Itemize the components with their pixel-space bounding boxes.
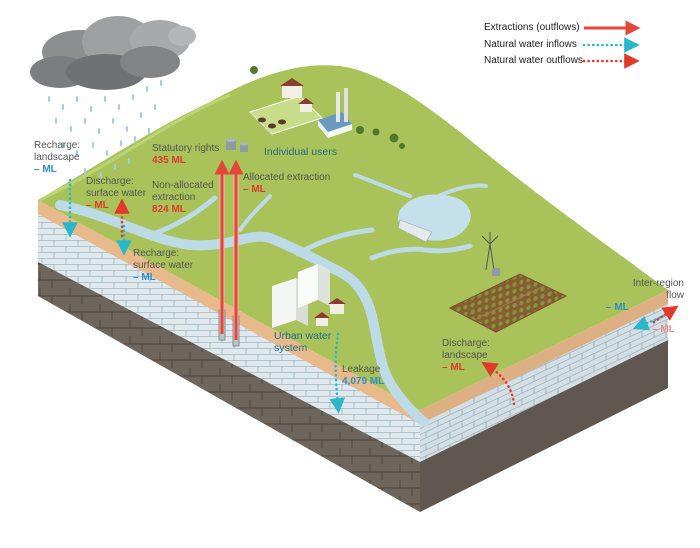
rain-cloud (30, 16, 196, 90)
label-inter-region-outflow-value: – ML (652, 324, 675, 335)
farm-area (226, 78, 352, 152)
dam-wall (397, 219, 433, 243)
legend-outflows: Natural water outflows (484, 55, 583, 66)
label-inter-region-inflow-value: – ML (606, 302, 629, 313)
windmill (481, 232, 500, 276)
trees (250, 66, 405, 149)
label-recharge-landscape: Recharge: landscape – ML (34, 140, 81, 175)
block-left-face (38, 200, 420, 512)
label-discharge-surface-water: Discharge: surface water – ML (86, 176, 147, 211)
river-network (55, 173, 488, 427)
urban-buildings (272, 264, 346, 328)
label-recharge-surface-water: Recharge: surface water – ML (133, 248, 194, 283)
label-urban-water-system: Urban water system (274, 330, 332, 354)
label-non-allocated-extraction: Non-allocated extraction 824 ML (152, 180, 214, 215)
legend-symbols (582, 20, 641, 69)
natural-inflow-arrows (62, 178, 670, 414)
block-right-face (420, 290, 668, 512)
rain-drops (48, 80, 162, 178)
label-discharge-landscape: Discharge: landscape – ML (442, 338, 490, 373)
label-individual-users: Individual users (264, 146, 337, 158)
label-statutory-rights: Statutory rights 435 ML (152, 143, 220, 166)
legend-inflows: Natural water inflows (484, 39, 577, 50)
natural-outflow-arrows (114, 198, 679, 406)
legend-extractions: Extractions (outflows) (484, 22, 580, 33)
label-allocated-extraction: Allocated extraction – ML (243, 172, 331, 195)
extraction-arrows (214, 159, 244, 340)
label-inter-region-flow: Inter-region flow (632, 278, 684, 301)
label-leakage: Leakage 4,079 ML (342, 364, 385, 387)
